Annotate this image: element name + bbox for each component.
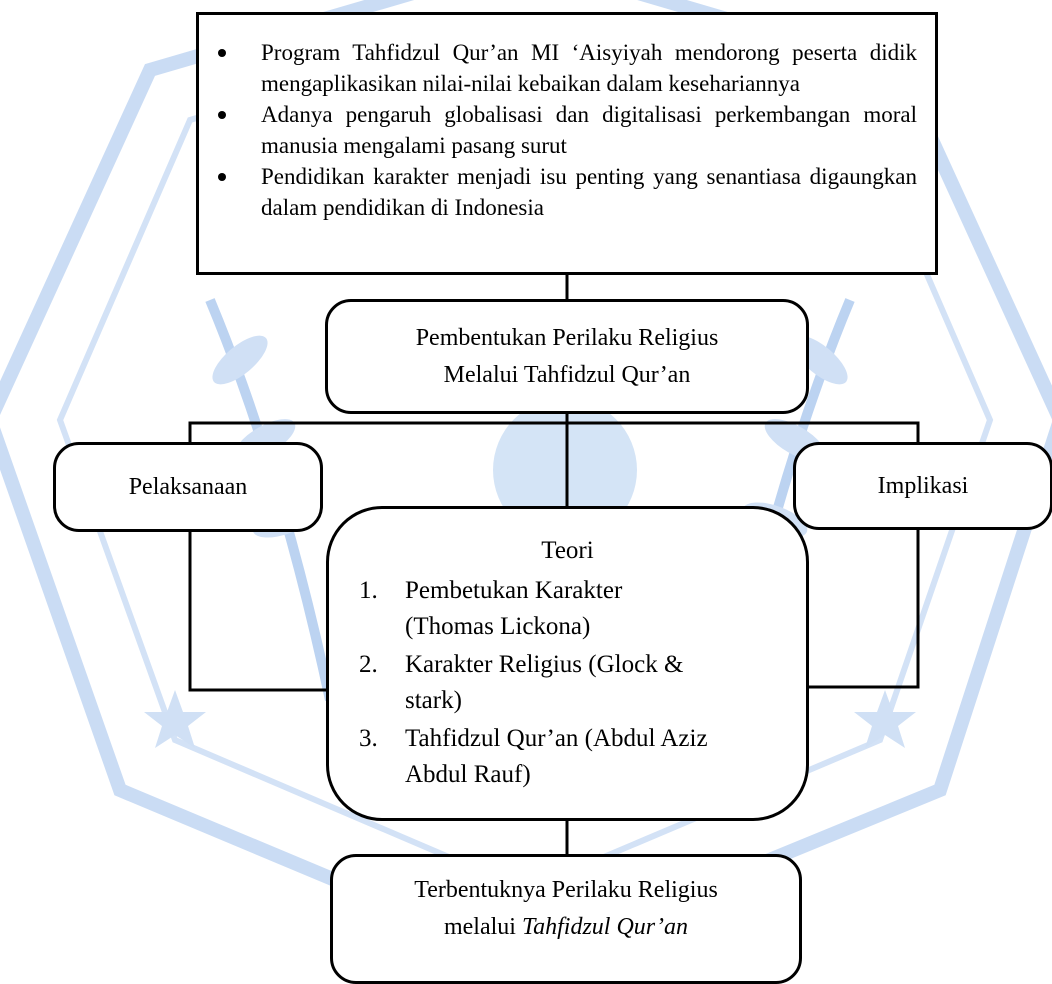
result-line-2-prefix: melalui [443,914,522,940]
context-box: Program Tahfidzul Qur’an MI ‘Aisyiyah me… [196,12,938,275]
result-line-1: Terbentuknya Perilaku Religius [414,877,718,903]
implikasi-box: Implikasi [793,442,1052,530]
connector-right-lower [809,530,920,689]
connector-left-bracket [188,421,567,442]
context-bullet-list: Program Tahfidzul Qur’an MI ‘Aisyiyah me… [213,37,917,223]
context-bullet-3: Pendidikan karakter menjadi isu penting … [213,161,917,223]
connector-right-bracket [567,421,920,442]
theory-list: 1. Pembetukan Karakter (Thomas Lickona) … [359,573,776,793]
theory-item-1: 1. Pembetukan Karakter (Thomas Lickona) [359,573,776,645]
theory-item-3: 3. Tahfidzul Qur’an (Abdul Aziz Abdul Ra… [359,721,776,793]
central-topic-box: Pembentukan Perilaku Religius Melalui Ta… [325,299,809,414]
pelaksanaan-label: Pelaksanaan [128,473,248,500]
theory-item-2-line-1: Karakter Religius (Glock & [405,651,684,678]
implikasi-label: Implikasi [877,472,969,499]
result-line-2-italic: Tahfidzul Qur’an [521,914,689,940]
result-line-2: melalui Tahfidzul Qur’an [414,909,718,946]
central-topic-line-1: Pembentukan Perilaku Religius [415,324,719,351]
theory-item-2-line-2: stark) [405,687,462,714]
context-bullet-2: Adanya pengaruh globalisasi dan digitali… [213,99,917,161]
theory-item-3-line-2: Abdul Rauf) [405,761,531,788]
theory-title: Teori [541,537,594,564]
theory-item-2: 2. Karakter Religius (Glock & stark) [359,647,776,719]
context-bullet-1: Program Tahfidzul Qur’an MI ‘Aisyiyah me… [213,37,917,99]
theory-item-1-number: 1. [359,577,378,604]
pelaksanaan-box: Pelaksanaan [53,442,323,532]
central-topic-line-2: Melalui Tahfidzul Qur’an [443,361,691,388]
theory-item-2-number: 2. [359,651,378,678]
theory-item-3-line-1: Tahfidzul Qur’an (Abdul Aziz [405,725,708,752]
result-box: Terbentuknya Perilaku Religius melalui T… [330,854,802,984]
theory-item-3-number: 3. [359,725,378,752]
theory-item-1-line-2: (Thomas Lickona) [405,613,591,640]
connector-left-lower [188,532,326,692]
theory-box: Teori 1. Pembetukan Karakter (Thomas Lic… [326,506,809,821]
theory-item-1-line-1: Pembetukan Karakter [405,577,623,604]
